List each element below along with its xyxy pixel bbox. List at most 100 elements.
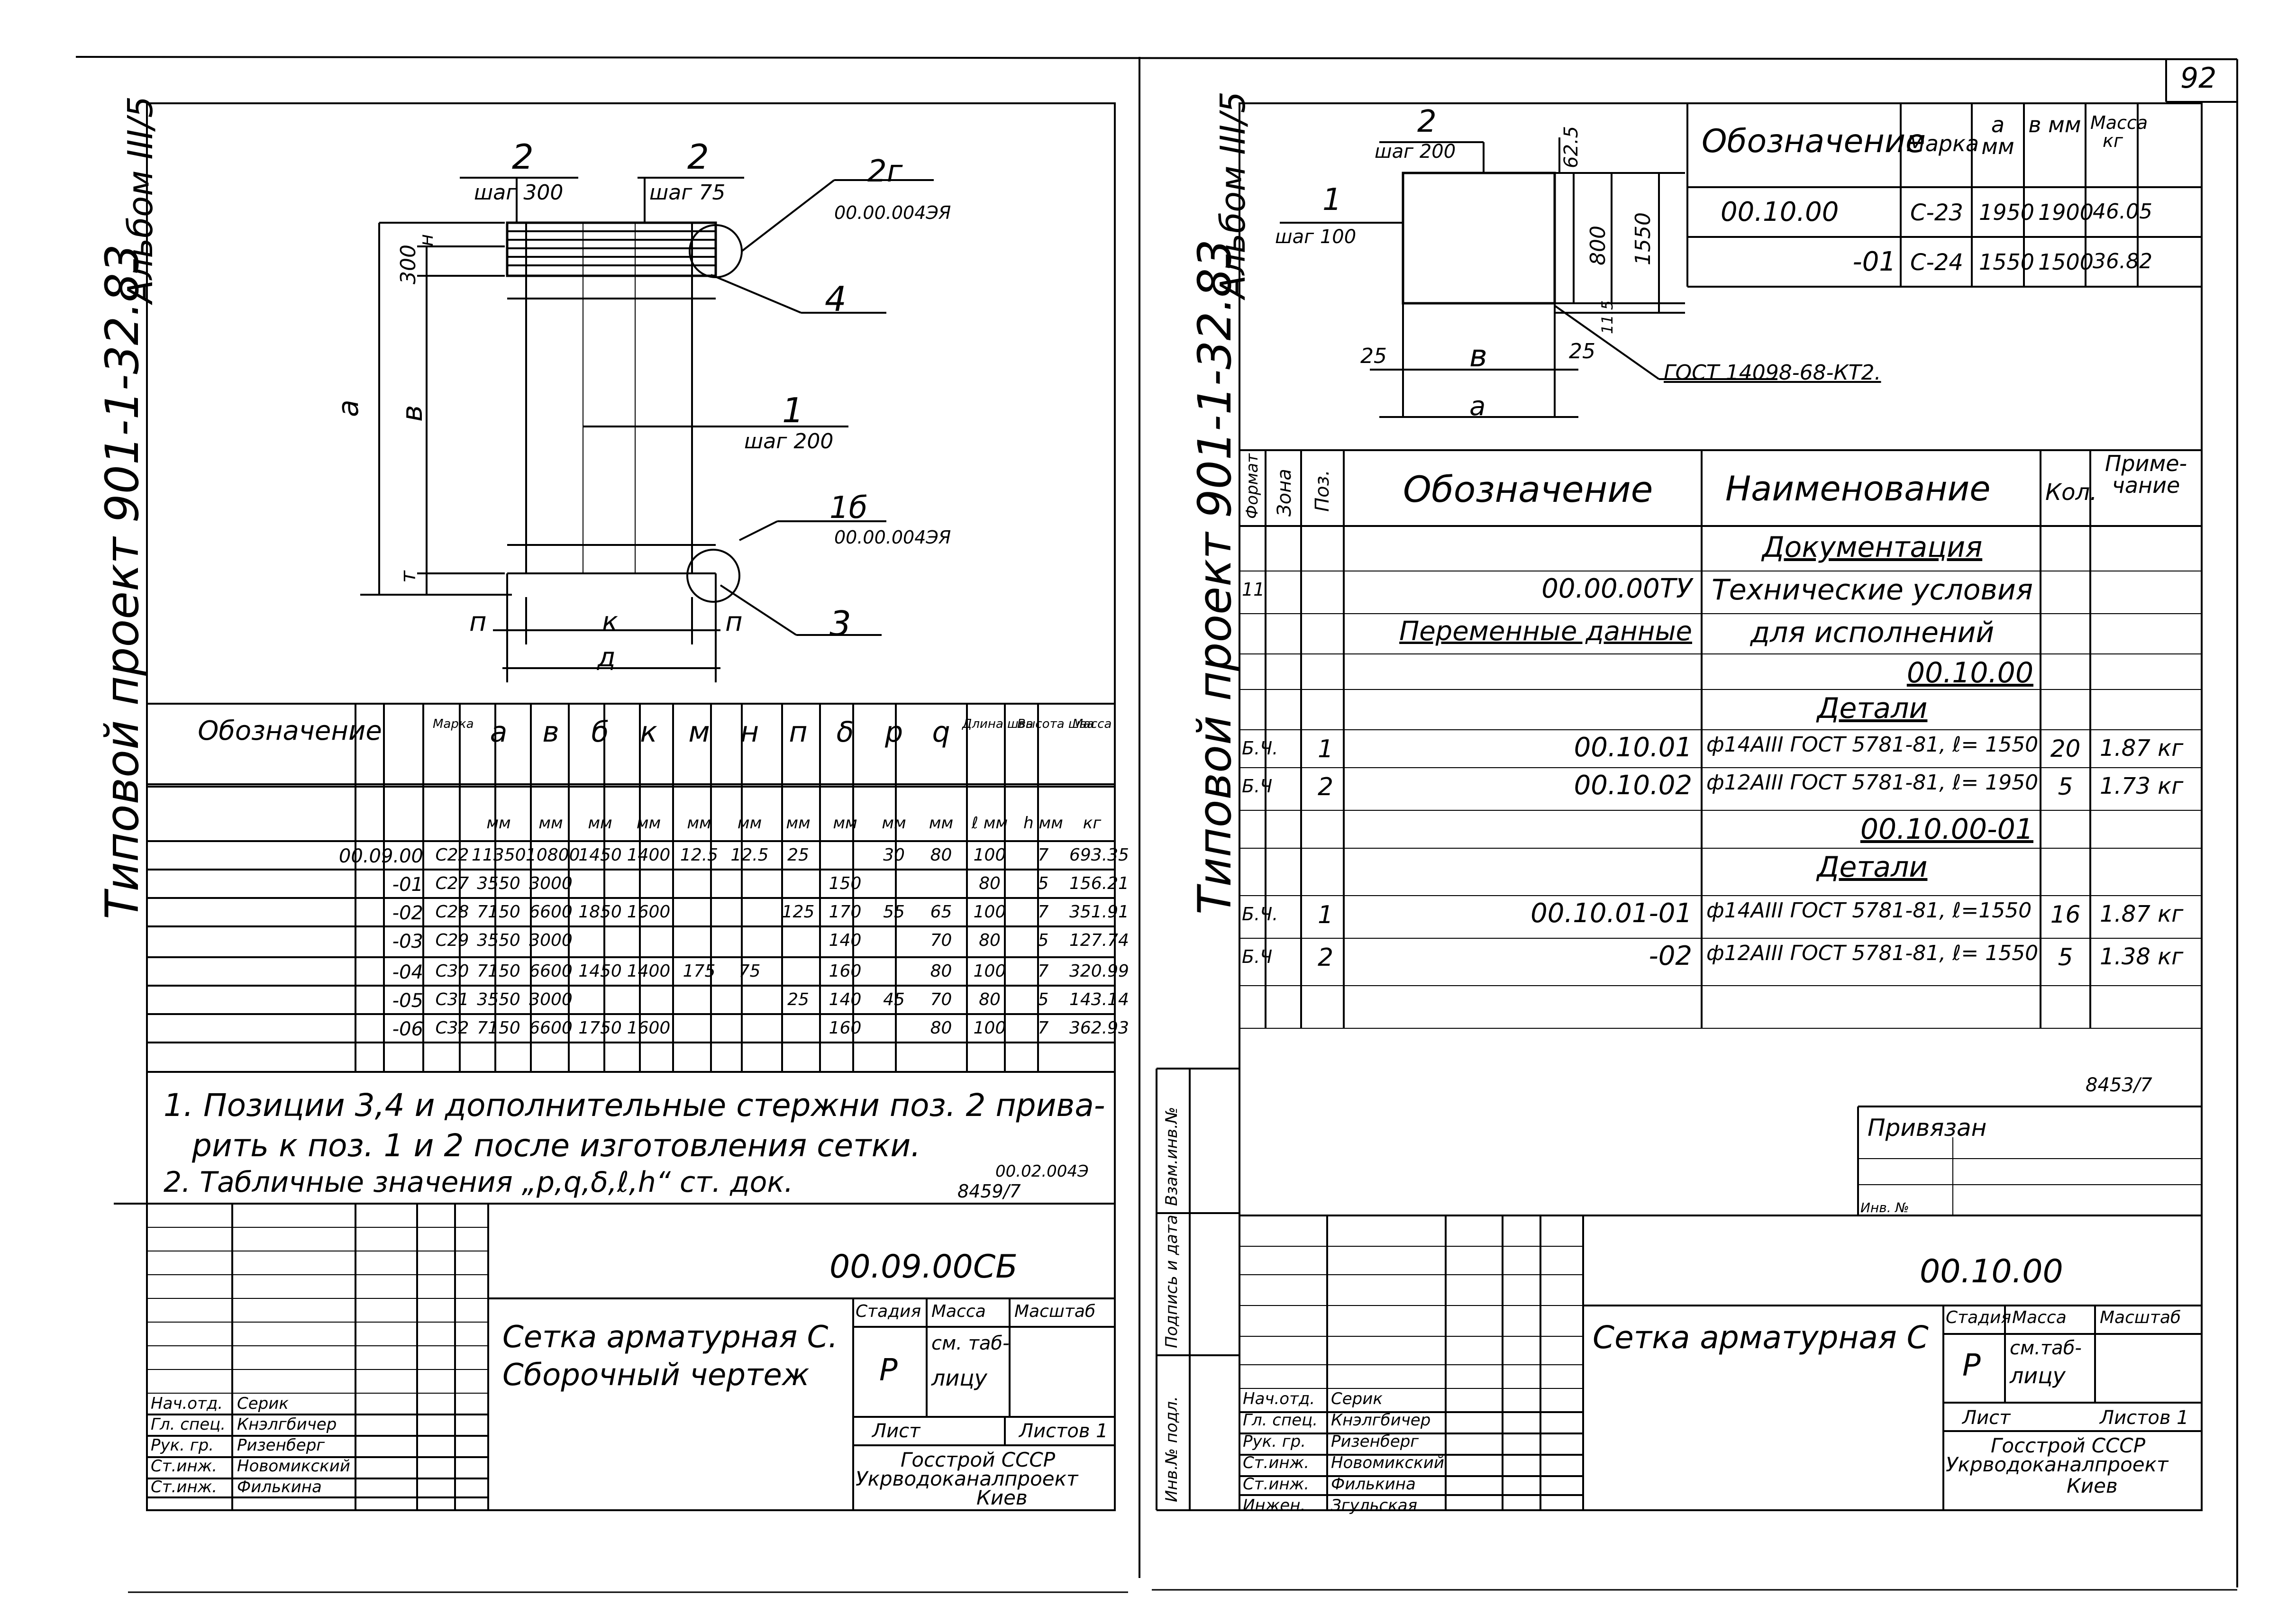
left-table-header-unit-8: мм [786,814,811,833]
spec-row-9-note: 1.87 кг [2100,901,2184,927]
right-stamp-role-1: Гл. спец. [1243,1411,1318,1430]
left-table-header-unit-7: мм [737,814,762,833]
left-stamp-org-1: Госстрой СССР [901,1448,1056,1471]
spec-row-1-name: Технические условия [1712,573,2033,607]
right-dim-11-5: 11.5 [1598,300,1616,334]
left-table-cell-3-14: 127.74 [1069,931,1129,950]
left-dim-b: в [396,405,429,422]
left-step-200: шаг 200 [744,429,834,453]
spec-row-10-note: 1.38 кг [2100,943,2184,970]
left-table-cell-0-4: 1450 [578,845,622,865]
spec-row-9-format: Б.Ч. [1242,904,1278,925]
left-stamp-sheets: Листов 1 [1019,1420,1108,1442]
left-stamp-mass-1: см. таб- [931,1333,1010,1354]
left-stamp-org-2: Укрводоканалпроект [856,1467,1078,1490]
right-stamp-role-3: Ст.инж. [1243,1453,1310,1472]
right-dim-a: а [1469,391,1486,422]
left-stamp-mass-2: лицу [931,1365,987,1391]
left-table-cell-6-4: 1750 [578,1018,622,1038]
right-stamp-sheet: Лист [1962,1407,2011,1429]
spec-header-zone: Зона [1274,469,1295,517]
left-stamp-title-2: Сборочный чертеж [502,1358,810,1393]
left-ref-2g: 00.00.004ЭЯ [834,202,951,223]
left-table-cell-2-8: 125 [782,902,815,922]
left-table-header-1: Марка [433,717,474,731]
right-dim-800: 800 [1586,226,1610,265]
left-table-cell-3-12: 80 [979,931,1001,950]
left-table-cell-0-12: 100 [973,845,1006,865]
right-dim-25b: 25 [1569,339,1595,363]
left-table-cell-4-7: 75 [738,961,761,981]
spec-row-10-qty: 5 [2058,943,2073,971]
left-table-header-unit-11: мм [929,814,954,833]
right-stamp-org-2: Укрводоканалпроект [1946,1453,2168,1476]
left-table-cell-3-9: 140 [829,931,862,950]
left-table-cell-6-3: 6600 [529,1018,573,1038]
left-table-cell-3-11: 70 [930,931,952,950]
spec-row-9-qty: 16 [2050,901,2081,928]
spec-header-qty: Кол. [2045,479,2097,506]
spec-row-5-pos: 1 [1318,735,1334,763]
left-stamp-mass-header: Масса [931,1302,986,1321]
left-stamp-stage: Р [879,1353,898,1388]
right-dim-62-5: 62.5 [1560,126,1582,168]
left-table-cell-0-11: 80 [930,845,952,865]
left-table-cell-2-5: 1600 [627,902,671,922]
left-stamp-code: 00.09.00СБ [829,1248,1018,1286]
left-table-header-unit-12: ℓ мм [971,814,1008,833]
spec-row-6-format: Б.Ч [1242,776,1273,797]
left-table-cell-5-2: 3550 [477,990,520,1009]
left-table-cell-4-4: 1450 [578,961,622,981]
right-side-label-3: Взам.инв.№ [1162,1106,1181,1206]
left-dim-p2: п [725,607,743,637]
page-number: 92 [2180,62,2217,95]
right-stamp-role-2: Рук. гр. [1243,1432,1306,1451]
left-table-header-5: к [640,716,657,749]
left-table-cell-6-5: 1600 [627,1018,671,1038]
right-dim-b: в [1469,339,1487,374]
spec-row-5-format: Б.Ч. [1242,738,1278,759]
left-table-cell-2-9: 170 [829,902,862,922]
left-stamp-scale-header: Масштаб [1014,1302,1096,1321]
left-table-cell-4-2: 7150 [477,961,520,981]
spec-row-10-format: Б.Ч [1242,946,1273,967]
left-table-header-12: Длина шва [962,717,1034,731]
left-table-cell-1-12: 80 [979,874,1001,893]
left-table-cell-1-13: 5 [1038,874,1049,893]
left-stamp-role-4: Ст.инж. [151,1478,218,1496]
right-top-row2-a: 1550 [1979,249,2035,275]
left-table-cell-6-9: 160 [829,1018,862,1038]
left-table-header-11: q [932,716,950,749]
inv-label: Инв. № [1860,1200,1909,1215]
left-stamp-role-0: Нач.отд. [151,1394,223,1413]
left-table-cell-0-0: 00.09.00 [338,845,423,867]
left-table-cell-6-0: -06 [392,1018,423,1040]
right-side-label-2: Подпись и дата [1162,1215,1181,1348]
left-table-header-7: н [740,716,759,749]
note-line-1: 1. Позиции 3,4 и дополнительные стержни … [164,1087,1105,1124]
left-table-cell-4-5: 1400 [627,961,671,981]
right-stamp-mass-2: лицу [2010,1363,2066,1388]
left-stamp-role-3: Ст.инж. [151,1457,218,1476]
left-table-cell-0-2: 11350 [472,845,526,865]
left-stamp-role-2: Рук. гр. [151,1436,214,1455]
privyazan-label: Привязан [1868,1114,1987,1142]
left-table-cell-6-12: 100 [973,1018,1006,1038]
right-num: 8453/7 [2086,1074,2152,1096]
spec-row-0-name: Документация [1762,531,1983,564]
note-line-3: 2. Табличные значения „р,q,δ,ℓ,h“ ст. до… [164,1166,793,1199]
spec-row-5-note: 1.87 кг [2100,735,2184,762]
spec-row-9-pos: 1 [1318,901,1334,929]
right-stamp-mass-header: Масса [2012,1308,2067,1327]
spec-row-7-name: 00.10.00-01 [1860,813,2033,846]
left-table-cell-6-13: 7 [1038,1018,1049,1038]
left-table-cell-0-5: 1400 [627,845,671,865]
spec-row-8-name: Детали [1817,851,1928,884]
left-table-cell-2-3: 6600 [529,902,573,922]
right-top-header-designation: Обозначение [1702,123,1925,160]
left-stamp-role-1: Гл. спец. [151,1415,226,1434]
left-table-cell-5-14: 143.14 [1069,990,1129,1009]
left-table-cell-1-14: 156.21 [1069,874,1129,893]
left-table-cell-6-2: 7150 [477,1018,520,1038]
right-stamp-code: 00.10.00 [1920,1253,2063,1290]
